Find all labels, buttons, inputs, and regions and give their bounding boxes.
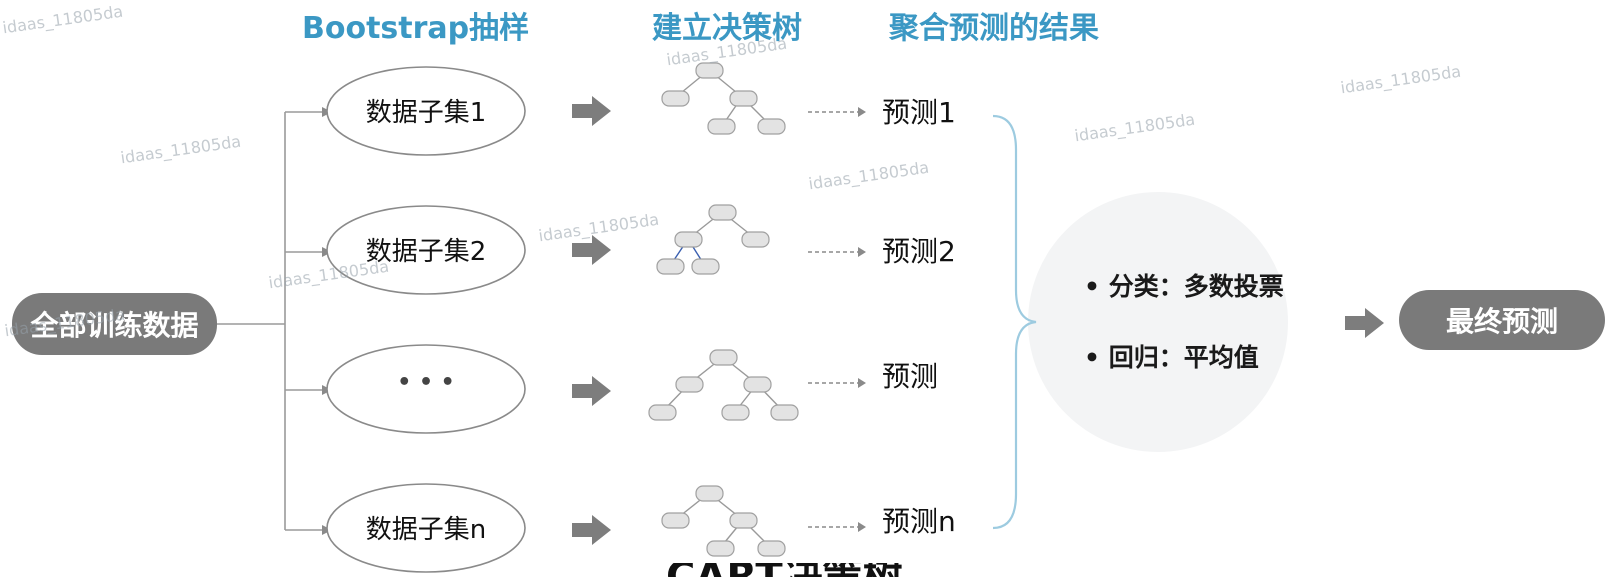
aggregation-brace — [992, 114, 1037, 530]
connector-arrowheads — [322, 107, 332, 535]
stage-title-build-trees: 建立决策树 — [652, 11, 802, 46]
dashed-arrowheads — [858, 107, 866, 532]
source-node-label: 全部训练数据 — [30, 309, 199, 342]
subset-ellipse-2 — [326, 205, 526, 295]
aggregation-circle — [1028, 192, 1288, 452]
bottom-subtitle: CART决策树 — [666, 563, 903, 577]
subset-ellipses — [326, 66, 526, 573]
bullet-dot-icon: • — [1084, 272, 1109, 301]
subset-label-1: 数据子集1 — [365, 98, 487, 128]
subset-ellipse-3 — [326, 344, 526, 434]
final-node-pill: 最终预测 — [1399, 290, 1605, 350]
prediction-label-n: 预测n — [882, 505, 956, 538]
final-thick-arrow — [1345, 308, 1384, 338]
rule-regression: • 回归：平均值 — [1084, 338, 1259, 374]
subset-ellipse-1 — [326, 66, 526, 156]
source-connectors — [214, 111, 322, 531]
thick-arrow-2 — [572, 235, 611, 265]
thick-arrows — [572, 96, 611, 545]
subtitle-clip: CART决策树 — [0, 563, 1616, 577]
stage-title-aggregate: 聚合预测的结果 — [889, 11, 1099, 46]
rule-classification-text: 分类：多数投票 — [1108, 272, 1284, 301]
subset-ellipse-n — [326, 483, 526, 573]
rule-regression-text: 回归：平均值 — [1108, 343, 1259, 372]
rule-classification: • 分类：多数投票 — [1084, 267, 1284, 303]
final-node-label: 最终预测 — [1445, 305, 1558, 338]
bullet-dot-icon: • — [1084, 343, 1109, 372]
thick-arrow-n — [572, 515, 611, 545]
subset-label-2: 数据子集2 — [365, 237, 487, 267]
prediction-label-3: 预测 — [882, 360, 939, 393]
thick-arrow-3 — [572, 376, 611, 406]
source-node-pill: 全部训练数据 — [12, 293, 217, 355]
prediction-label-2: 预测2 — [882, 235, 956, 268]
decision-tree-2 — [656, 204, 770, 275]
dashed-arrows — [808, 111, 858, 528]
stage-title-bootstrap: Bootstrap抽样 — [302, 11, 530, 46]
thick-arrow-1 — [572, 96, 611, 126]
prediction-label-1: 预测1 — [882, 96, 956, 129]
decision-tree-n — [661, 485, 786, 557]
subset-label-n: 数据子集n — [365, 515, 487, 545]
decision-tree-1 — [661, 62, 786, 135]
subset-label-ellipsis: • • • — [397, 370, 455, 395]
decision-tree-3 — [648, 349, 799, 421]
